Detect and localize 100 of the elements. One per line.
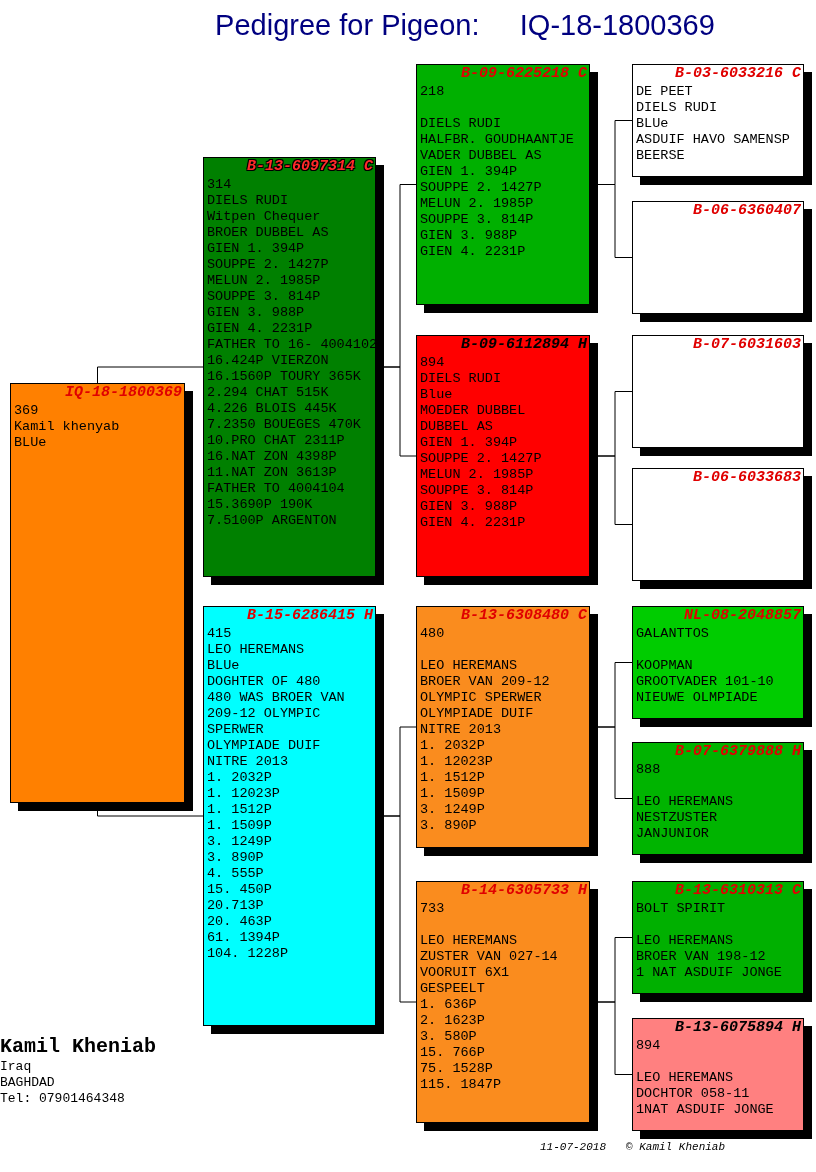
ring-number: NL-08-2048857: [682, 607, 802, 625]
card-text: GIEN 4. 2231P: [420, 515, 527, 531]
card-text: SOUPPE 2. 1427P: [420, 180, 543, 196]
card-text: 20. 463P: [207, 914, 273, 930]
card-text: 1. 12023P: [207, 786, 281, 802]
card-text: GIEN 4. 2231P: [207, 321, 314, 337]
ring-number: B-13-6075894 H: [673, 1019, 802, 1037]
card-text: OLYMPIADE DUIF: [207, 738, 322, 754]
ring-number: B-13-6097314 C: [245, 158, 374, 176]
card-text: MOEDER DUBBEL: [420, 403, 527, 419]
card-text: LEO HEREMANS: [420, 933, 519, 949]
card-text: LEO HEREMANS: [420, 658, 519, 674]
card-text: DOGHTER OF 480: [207, 674, 322, 690]
card-text: NIEUWE OLMPIADE: [636, 690, 759, 706]
card-text: GIEN 3. 988P: [420, 228, 519, 244]
card-text: MELUN 2. 1985P: [420, 196, 535, 212]
owner-name: Kamil Kheniab: [0, 1035, 157, 1059]
card-text: 2.294 CHAT 515K: [207, 385, 330, 401]
card-text: VADER DUBBEL AS: [420, 148, 543, 164]
connector-line: [597, 455, 633, 525]
card-text: 733: [420, 901, 446, 917]
card-text: 1. 1512P: [420, 770, 486, 786]
card-text: DIELS RUDI: [207, 193, 289, 209]
card-text: OLYMPIC SPERWER: [420, 690, 543, 706]
card-text: 3. 1249P: [207, 834, 273, 850]
connector-line: [597, 184, 633, 258]
ring-number: B-13-6308480 C: [459, 607, 588, 625]
card-text: ZUSTER VAN 027-14: [420, 949, 559, 965]
ring-number: B-06-6360407: [691, 202, 802, 220]
card-text: 15.3690P 190K: [207, 497, 314, 513]
card-text: 20.713P: [207, 898, 265, 914]
card-text: JANJUNIOR: [636, 826, 710, 842]
ring-number: B-14-6305733 H: [459, 882, 588, 900]
card-text: KOOPMAN: [636, 658, 694, 674]
card-text: 1. 1509P: [420, 786, 486, 802]
connector-line: [383, 366, 417, 457]
card-text: BROER VAN 209-12: [420, 674, 551, 690]
card-text: BROER VAN 198-12: [636, 949, 767, 965]
card-text: GROOTVADER 101-10: [636, 674, 775, 690]
card-text: BLUe: [207, 658, 241, 674]
ring-number: B-07-6031603: [691, 336, 802, 354]
card-text: 7.2350 BOUEGES 470K: [207, 417, 362, 433]
card-text: FATHER TO 4004104: [207, 481, 346, 497]
card-text: HALFBR. GOUDHAANTJE: [420, 132, 575, 148]
card-text: 314: [207, 177, 233, 193]
card-text: 218: [420, 84, 446, 100]
card-text: SOUPPE 2. 1427P: [207, 257, 330, 273]
card-text: 16.424P VIERZON: [207, 353, 330, 369]
card-text: 15. 766P: [420, 1045, 486, 1061]
card-text: 61. 1394P: [207, 930, 281, 946]
card-text: 11.NAT ZON 3613P: [207, 465, 338, 481]
card-text: 16.NAT ZON 4398P: [207, 449, 338, 465]
card-text: 16.1560P TOURY 365K: [207, 369, 362, 385]
card-text: 1 NAT ASDUIF JONGE: [636, 965, 783, 981]
card-text: GIEN 1. 394P: [207, 241, 306, 257]
card-text: SPERWER: [207, 722, 265, 738]
copyright-note: © Kamil Kheniab: [626, 1140, 726, 1155]
card-text: Kamil khenyab: [14, 419, 121, 435]
ring-number: IQ-18-1800369: [63, 384, 183, 402]
card-text: 2. 1623P: [420, 1013, 486, 1029]
card-text: Blue: [420, 387, 454, 403]
card-text: 369: [14, 403, 40, 419]
card-text: DIELS RUDI: [420, 116, 502, 132]
card-text: GIEN 3. 988P: [207, 305, 306, 321]
card-text: BOLT SPIRIT: [636, 901, 727, 917]
card-text: 1. 1512P: [207, 802, 273, 818]
card-text: NESTZUSTER: [636, 810, 718, 826]
card-text: 1. 2032P: [420, 738, 486, 754]
connector-line: [597, 726, 633, 799]
card-text: 4. 555P: [207, 866, 265, 882]
card-text: 415: [207, 626, 233, 642]
card-text: GIEN 1. 394P: [420, 435, 519, 451]
card-text: 894: [636, 1038, 662, 1054]
card-text: DOCHTOR 058-11: [636, 1086, 751, 1102]
ring-number: B-09-6112894 H: [459, 336, 588, 354]
card-text: GIEN 1. 394P: [420, 164, 519, 180]
card-text: SOUPPE 2. 1427P: [420, 451, 543, 467]
card-text: 3. 890P: [420, 818, 478, 834]
card-text: 15. 450P: [207, 882, 273, 898]
card-text: 10.PRO CHAT 2311P: [207, 433, 346, 449]
card-text: 3. 1249P: [420, 802, 486, 818]
card-text: 1. 12023P: [420, 754, 494, 770]
card-text: BROER DUBBEL AS: [207, 225, 330, 241]
card-text: 894: [420, 355, 446, 371]
card-text: LEO HEREMANS: [636, 1070, 735, 1086]
card-text: SOUPPE 3. 814P: [207, 289, 322, 305]
card-text: DIELS RUDI: [420, 371, 502, 387]
card-text: 115. 1847P: [420, 1077, 502, 1093]
page-title: Pedigree for Pigeon: IQ-18-1800369: [214, 8, 716, 43]
card-text: DE PEET: [636, 84, 694, 100]
connector-line: [97, 366, 204, 384]
card-text: BEERSE: [636, 148, 686, 164]
card-text: NITRE 2013: [420, 722, 502, 738]
card-text: GESPEELT: [420, 981, 486, 997]
owner-detail: Tel: 07901464348: [0, 1091, 126, 1107]
card-text: MELUN 2. 1985P: [420, 467, 535, 483]
card-text: 1. 1509P: [207, 818, 273, 834]
card-text: 75. 1528P: [420, 1061, 494, 1077]
card-text: BLUe: [14, 435, 48, 451]
ring-number: B-07-6379888 H: [673, 743, 802, 761]
